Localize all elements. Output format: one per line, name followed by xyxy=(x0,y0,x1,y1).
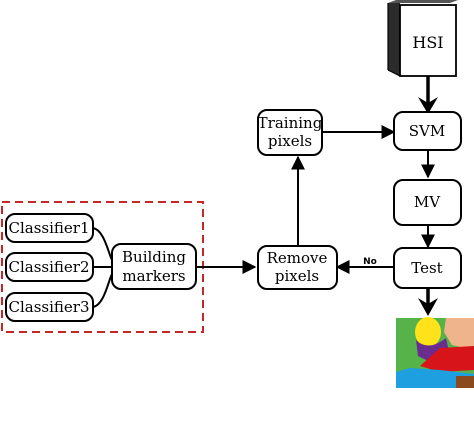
hsi-label: HSI xyxy=(412,33,443,52)
node-building-markers: Building markers xyxy=(111,243,197,290)
arrowhead-test-map xyxy=(418,298,438,316)
building-markers-label-line2: markers xyxy=(122,267,185,285)
building-markers-label-line1: Building xyxy=(122,248,186,266)
test-label: Test xyxy=(411,259,442,277)
training-pixels-label-line1: Training xyxy=(258,114,323,132)
node-test: Test xyxy=(393,247,462,289)
classifier1-label: Classifier1 xyxy=(8,219,89,237)
edges xyxy=(92,76,438,316)
node-mv: MV xyxy=(393,179,462,226)
remove-pixels-label-line2: pixels xyxy=(275,267,319,285)
svm-label: SVM xyxy=(409,122,445,140)
node-classifier1: Classifier1 xyxy=(5,213,94,243)
arrowhead-hsi-svm xyxy=(418,97,438,114)
node-classifier3: Classifier3 xyxy=(5,292,94,322)
classifier2-label: Classifier2 xyxy=(8,258,89,276)
edge-label-no: No xyxy=(363,257,377,267)
node-classifier2: Classifier2 xyxy=(5,252,94,282)
classification-map-image xyxy=(396,317,474,388)
remove-pixels-label-line1: Remove xyxy=(267,249,328,267)
edge-classifier1-building xyxy=(92,227,113,261)
node-remove-pixels: Remove pixels xyxy=(257,245,338,290)
edge-classifier3-building xyxy=(92,273,113,308)
hsi-cube: HSI xyxy=(387,0,458,77)
mv-label: MV xyxy=(414,193,441,211)
classifier3-label: Classifier3 xyxy=(8,298,89,316)
node-svm: SVM xyxy=(393,111,462,151)
node-training-pixels: Training pixels xyxy=(257,109,323,156)
training-pixels-label-line2: pixels xyxy=(268,132,312,150)
